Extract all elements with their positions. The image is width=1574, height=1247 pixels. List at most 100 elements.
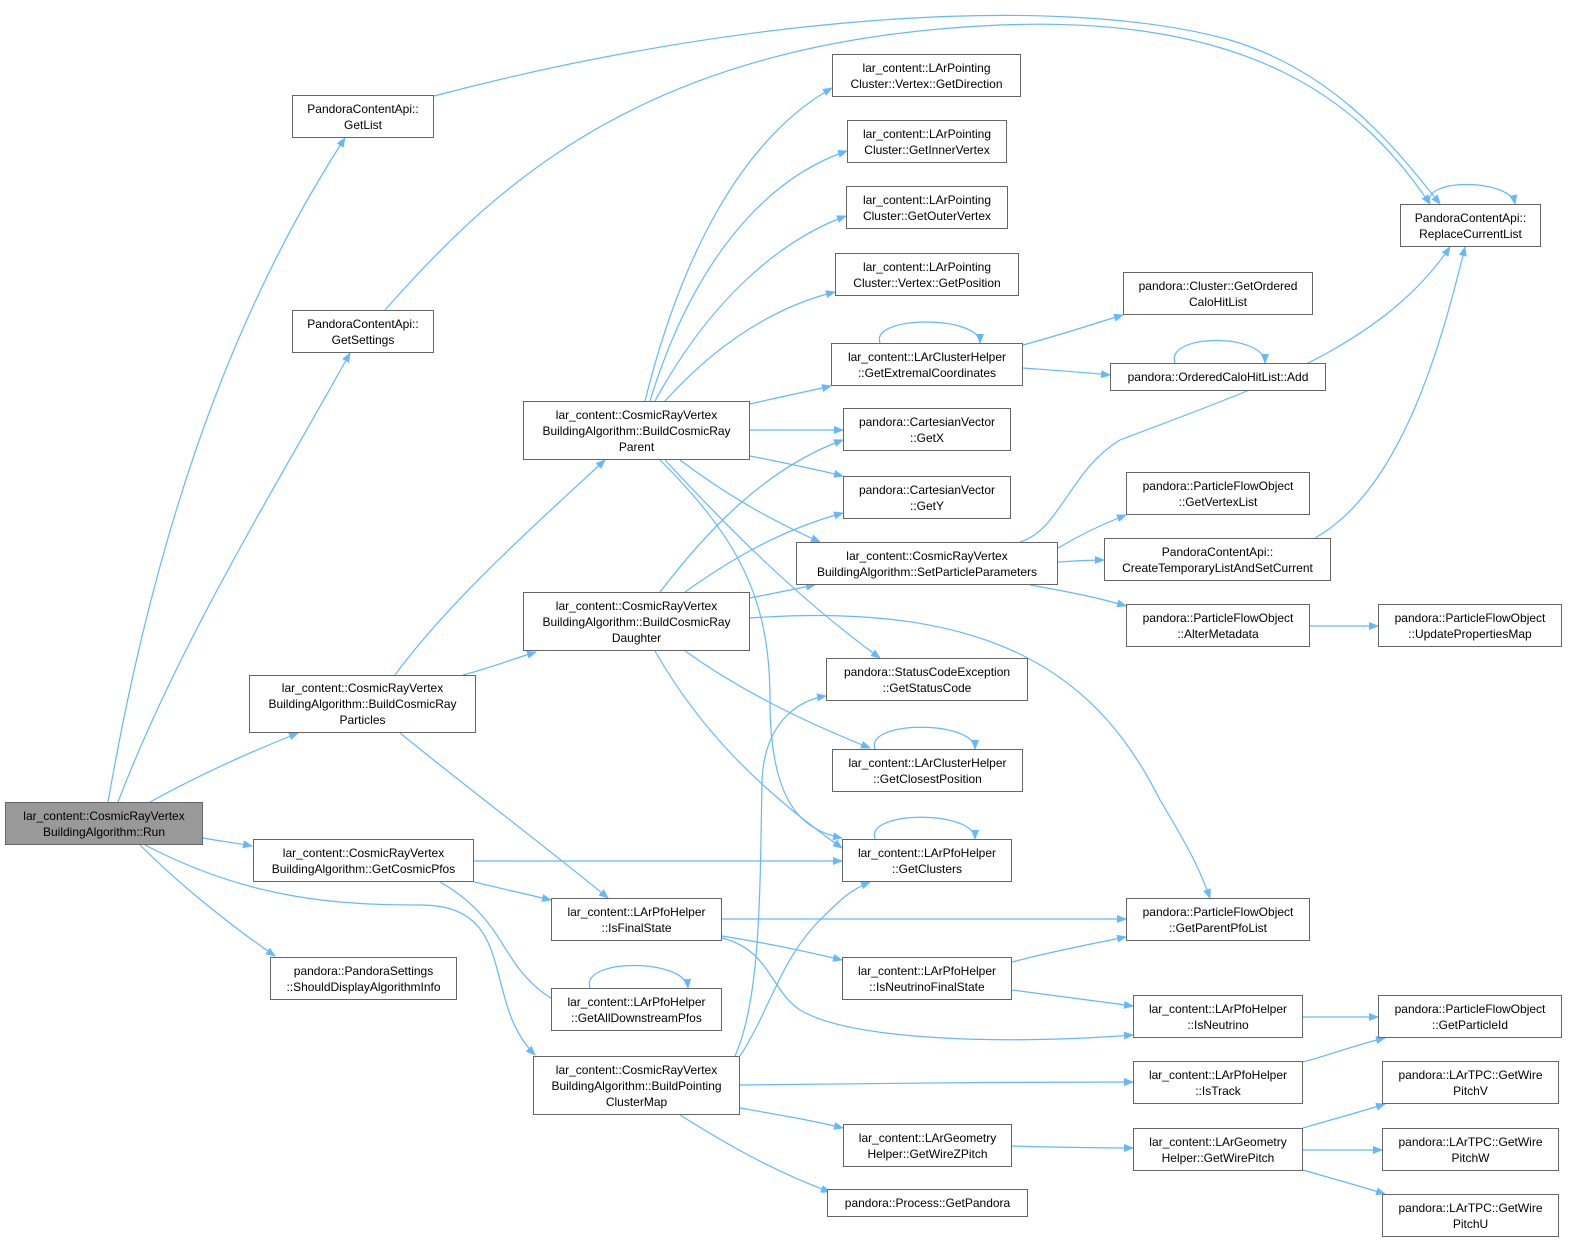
node-updatepropertiesmap[interactable]: pandora::ParticleFlowObject ::UpdateProp… — [1378, 604, 1562, 647]
node-getwirepitchv[interactable]: pandora::LArTPC::GetWire PitchV — [1382, 1061, 1559, 1104]
node-getwirepitchw-line-2: PitchW — [1451, 1150, 1490, 1165]
node-getpandora[interactable]: pandora::Process::GetPandora — [827, 1189, 1028, 1217]
node-isneutrino[interactable]: lar_content::LArPfoHelper ::IsNeutrino — [1133, 995, 1303, 1038]
edge-getclusters-self — [874, 816, 979, 840]
node-replacecurrentlist-line-1: PandoraContentApi:: — [1414, 210, 1527, 225]
edge-setparticleparams-to-getvertexlist — [1057, 514, 1127, 549]
node-getstatuscode[interactable]: pandora::StatusCodeException ::GetStatus… — [826, 658, 1028, 701]
edge-run-to-getlist — [107, 137, 346, 803]
node-getwirepitchw[interactable]: pandora::LArTPC::GetWire PitchW — [1382, 1128, 1559, 1171]
edge-builddaughter-to-getclosestposition — [684, 650, 871, 749]
node-run-line-2: BuildingAlgorithm::Run — [42, 824, 166, 839]
node-shoulddisplay-line-2: ::ShouldDisplayAlgorithmInfo — [286, 979, 441, 994]
node-orderedcalohitadd[interactable]: pandora::OrderedCaloHitList::Add — [1110, 363, 1326, 391]
node-builddaughter-line-1: lar_content::CosmicRayVertex — [555, 598, 718, 613]
node-createtemporary-line-2: CreateTemporaryListAndSetCurrent — [1122, 560, 1313, 575]
node-updatepropertiesmap-line-1: pandora::ParticleFlowObject — [1394, 610, 1546, 625]
node-getlist-line-1: PandoraContentApi:: — [307, 101, 419, 116]
edge-getalldownstream-self — [589, 965, 692, 989]
node-getlist-line-2: GetList — [343, 117, 382, 132]
node-buildpointingmap-line-2: BuildingAlgorithm::BuildPointing — [551, 1078, 722, 1093]
node-gety[interactable]: pandora::CartesianVector ::GetY — [843, 476, 1011, 519]
edge-orderedcalohitadd-self — [1173, 340, 1269, 364]
edge-run-to-buildparticles — [149, 732, 299, 803]
edge-replacecurrentlist-self — [1428, 184, 1518, 205]
node-builddaughter-line-3: Daughter — [611, 630, 662, 645]
node-getstatuscode-line-1: pandora::StatusCodeException — [843, 664, 1011, 679]
edge-builddaughter-to-gety — [684, 511, 844, 593]
node-builddaughter-line-2: BuildingAlgorithm::BuildCosmicRay — [542, 614, 731, 629]
node-altermetadata[interactable]: pandora::ParticleFlowObject ::AlterMetad… — [1126, 604, 1310, 647]
node-getx-line-1: pandora::CartesianVector — [858, 414, 996, 429]
node-getsettings[interactable]: PandoraContentApi:: GetSettings — [292, 310, 434, 353]
node-getparticleid[interactable]: pandora::ParticleFlowObject ::GetParticl… — [1378, 995, 1562, 1038]
node-getclusters-line-2: ::GetClusters — [891, 861, 963, 876]
node-run[interactable]: lar_content::CosmicRayVertex BuildingAlg… — [5, 802, 203, 845]
node-getwirepitchu-line-2: PitchU — [1452, 1216, 1489, 1231]
node-getvertexlist[interactable]: pandora::ParticleFlowObject ::GetVertexL… — [1126, 472, 1310, 515]
edge-getextremal-to-getorderedcalohitlist — [1022, 313, 1124, 346]
node-isneutrino-line-2: ::IsNeutrino — [1187, 1017, 1249, 1032]
node-getclusters[interactable]: lar_content::LArPfoHelper ::GetClusters — [842, 839, 1012, 882]
node-getextremal[interactable]: lar_content::LArClusterHelper ::GetExtre… — [831, 343, 1023, 386]
node-builddaughter[interactable]: lar_content::CosmicRayVertex BuildingAlg… — [523, 592, 750, 651]
node-istrack-line-1: lar_content::LArPfoHelper — [1148, 1067, 1288, 1082]
node-buildpointingmap[interactable]: lar_content::CosmicRayVertex BuildingAlg… — [533, 1056, 740, 1115]
node-getclusters-line-1: lar_content::LArPfoHelper — [857, 845, 997, 860]
node-getwirepitchu[interactable]: pandora::LArTPC::GetWire PitchU — [1382, 1194, 1559, 1237]
node-getoutervertex-line-1: lar_content::LArPointing — [862, 192, 992, 207]
edge-builddaughter-to-getx — [659, 439, 844, 593]
node-getclosestposition[interactable]: lar_content::LArClusterHelper ::GetClose… — [832, 749, 1023, 792]
node-createtemporary[interactable]: PandoraContentApi:: CreateTemporaryListA… — [1104, 538, 1331, 581]
edge-buildparent-to-getstatuscode — [664, 459, 881, 659]
node-isfinalstate[interactable]: lar_content::LArPfoHelper ::IsFinalState — [551, 898, 722, 941]
node-getparticleid-line-1: pandora::ParticleFlowObject — [1394, 1001, 1546, 1016]
edge-buildpointingmap-to-getpandora — [679, 1114, 831, 1193]
node-isneutrinofinalstate-line-1: lar_content::LArPfoHelper — [857, 963, 997, 978]
node-istrack-line-2: ::IsTrack — [1195, 1083, 1241, 1098]
edge-createtemporary-to-replacecurrentlist — [1314, 246, 1467, 539]
node-getposition[interactable]: lar_content::LArPointing Cluster::Vertex… — [835, 253, 1019, 296]
edge-setparticleparams-to-createtemporary — [1057, 556, 1105, 565]
edge-getwirepitch-to-getwirepitchv — [1302, 1102, 1386, 1129]
node-getwirezpitch[interactable]: lar_content::LArGeometry Helper::GetWire… — [843, 1124, 1012, 1167]
node-getwirepitchv-line-2: PitchV — [1453, 1083, 1488, 1098]
node-getwirepitchw-line-1: pandora::LArTPC::GetWire — [1398, 1134, 1543, 1149]
edge-getwirepitch-to-getwirepitchu — [1302, 1169, 1386, 1196]
node-getalldownstream-line-1: lar_content::LArPfoHelper — [567, 994, 706, 1009]
node-getcosmicpfos[interactable]: lar_content::CosmicRayVertex BuildingAlg… — [253, 839, 474, 882]
edge-buildparent-to-getdirection — [644, 87, 833, 402]
node-buildparticles[interactable]: lar_content::CosmicRayVertex BuildingAlg… — [249, 675, 476, 733]
node-shoulddisplay[interactable]: pandora::PandoraSettings ::ShouldDisplay… — [270, 957, 457, 1000]
node-isneutrinofinalstate[interactable]: lar_content::LArPfoHelper ::IsNeutrinoFi… — [842, 957, 1012, 1000]
node-getstatuscode-line-2: ::GetStatusCode — [882, 680, 972, 695]
node-getlist[interactable]: PandoraContentApi:: GetList — [292, 95, 434, 138]
node-getwirezpitch-line-2: Helper::GetWireZPitch — [867, 1146, 988, 1161]
node-getoutervertex-line-2: Cluster::GetOuterVertex — [862, 208, 992, 223]
node-getparentpfolist[interactable]: pandora::ParticleFlowObject ::GetParentP… — [1126, 898, 1310, 941]
node-getalldownstream[interactable]: lar_content::LArPfoHelper ::GetAllDownst… — [551, 988, 722, 1031]
node-buildparent[interactable]: lar_content::CosmicRayVertex BuildingAlg… — [523, 401, 750, 460]
node-getinnervertex[interactable]: lar_content::LArPointing Cluster::GetInn… — [847, 120, 1007, 163]
edge-run-to-getcosmicpfos — [202, 837, 253, 849]
node-getorderedcalohitlist-line-2: CaloHitList — [1188, 294, 1248, 309]
node-getdirection[interactable]: lar_content::LArPointing Cluster::Vertex… — [832, 54, 1021, 97]
edge-istrack-to-getparticleid — [1302, 1036, 1386, 1063]
edge-getsettings-to-replacecurrentlist — [384, 23, 1431, 311]
node-replacecurrentlist[interactable]: PandoraContentApi:: ReplaceCurrentList — [1400, 204, 1541, 247]
node-getsettings-line-2: GetSettings — [331, 332, 395, 347]
node-setparticleparams[interactable]: lar_content::CosmicRayVertex BuildingAlg… — [796, 542, 1058, 585]
node-getposition-line-1: lar_content::LArPointing — [862, 259, 992, 274]
edge-buildparent-to-getinnervertex — [649, 150, 848, 402]
edge-buildpointingmap-to-getwirezpitch — [739, 1107, 844, 1130]
node-getclosestposition-line-2: ::GetClosestPosition — [873, 771, 982, 786]
node-getwirepitch[interactable]: lar_content::LArGeometry Helper::GetWire… — [1133, 1128, 1303, 1171]
node-getoutervertex[interactable]: lar_content::LArPointing Cluster::GetOut… — [846, 186, 1008, 229]
edge-buildpointingmap-to-istrack — [739, 1078, 1134, 1087]
node-getx[interactable]: pandora::CartesianVector ::GetX — [843, 408, 1011, 451]
edge-run-to-buildpointingmap — [144, 844, 536, 1056]
node-istrack[interactable]: lar_content::LArPfoHelper ::IsTrack — [1133, 1061, 1303, 1104]
node-getorderedcalohitlist[interactable]: pandora::Cluster::GetOrdered CaloHitList — [1123, 272, 1313, 315]
node-getorderedcalohitlist-line-1: pandora::Cluster::GetOrdered — [1138, 278, 1298, 293]
